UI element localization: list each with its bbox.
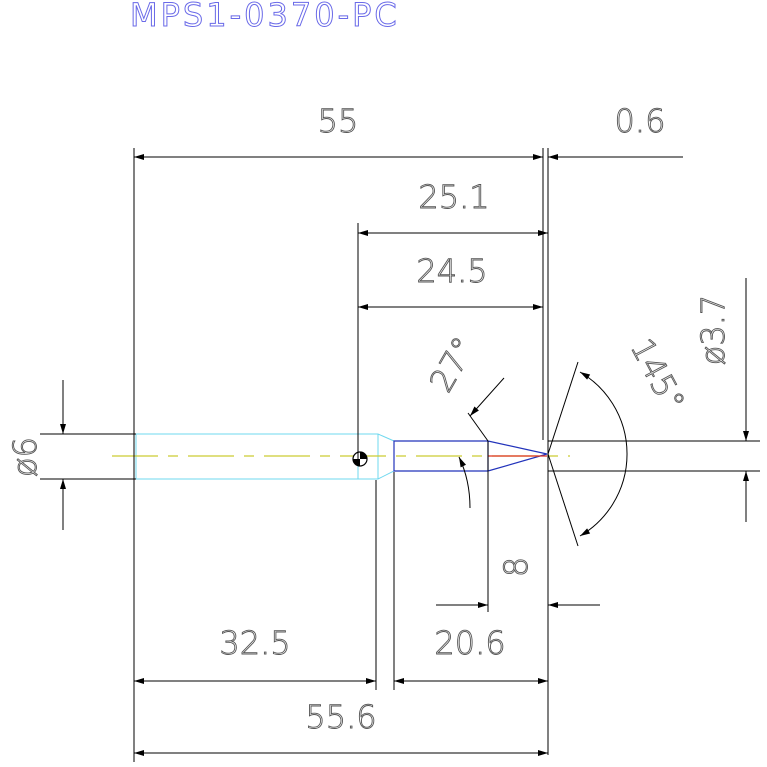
drawing-title: MPS1-0370-PC xyxy=(130,0,400,34)
dim-label-3.7: ø3.7 xyxy=(694,295,732,365)
dim-label-25.1: 25.1 xyxy=(418,178,489,216)
part-geometry xyxy=(112,433,570,480)
dim-label-27deg: 27° xyxy=(422,330,483,398)
reference-point-symbol xyxy=(352,451,368,467)
dim-label-32.5: 32.5 xyxy=(219,624,290,662)
dim-label-8: 8 xyxy=(497,557,535,577)
dim-label-55.6: 55.6 xyxy=(305,698,376,736)
dim-label-55: 55 xyxy=(318,102,359,140)
dimension-lines xyxy=(60,154,749,756)
dim-label-0.6: 0.6 xyxy=(615,102,666,140)
dim-arc-27-lower xyxy=(458,456,471,509)
dim-label-24.5: 24.5 xyxy=(416,252,487,290)
dim-label-6: ø6 xyxy=(6,437,44,477)
dimension-labels: 55 0.6 25.1 24.5 27° 145° ø3.7 ø6 8 32.5… xyxy=(6,102,733,737)
dim-label-20.6: 20.6 xyxy=(434,624,505,662)
dim-label-145deg: 145° xyxy=(623,332,693,418)
extension-lines xyxy=(40,148,760,762)
dim-arc-27-upper xyxy=(469,377,505,417)
dim-arc-145 xyxy=(579,371,628,537)
